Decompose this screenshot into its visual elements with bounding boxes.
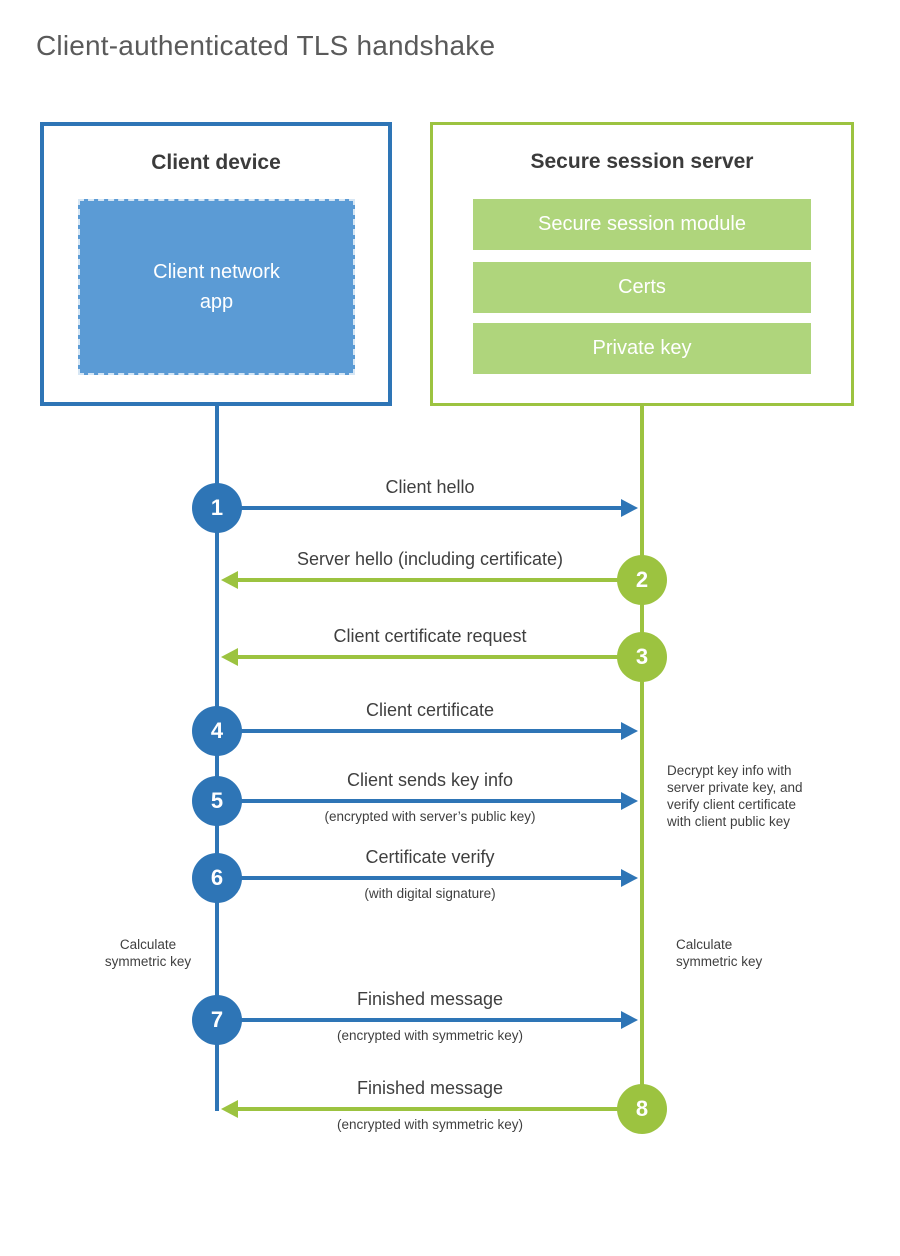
arrow-head-left-icon: [221, 1100, 238, 1118]
arrow-line-1: [217, 506, 621, 510]
step-number-5: 5: [210, 788, 224, 813]
arrow-head-right-icon: [621, 869, 638, 887]
message-label-4: Client certificate: [365, 700, 495, 720]
arrow-head-right-icon: [621, 1011, 638, 1029]
message-label-3: Client certificate request: [333, 626, 527, 646]
arrow-line-7: [217, 1018, 621, 1022]
arrow-line-3: [238, 655, 642, 659]
message-sublabel-6: (with digital signature): [364, 886, 496, 901]
server-lifeline: [640, 405, 644, 1111]
arrow-line-8: [238, 1107, 642, 1111]
step-number-4: 4: [210, 718, 224, 743]
arrow-line-5: [217, 799, 621, 803]
step-number-1: 1: [210, 495, 224, 520]
arrow-head-right-icon: [621, 499, 638, 517]
step-circle-5: 5: [192, 776, 242, 826]
step-circle-8: 8: [617, 1084, 667, 1134]
step-number-2: 2: [635, 567, 649, 592]
step-number-8: 8: [635, 1096, 649, 1121]
step-number-7: 7: [210, 1007, 224, 1032]
message-sublabel-7: (encrypted with symmetric key): [336, 1028, 524, 1043]
step-circle-1: 1: [192, 483, 242, 533]
step-number-6: 6: [210, 865, 224, 890]
message-label-6: Certificate verify: [365, 847, 495, 867]
message-label-8: Finished message: [356, 1078, 504, 1098]
private-key-bar: Private key: [473, 323, 811, 374]
step-circle-3: 3: [617, 632, 667, 682]
step-number-3: 3: [635, 644, 649, 669]
step-circle-7: 7: [192, 995, 242, 1045]
message-label-5: Client sends key info: [346, 770, 514, 790]
server-decrypt-note: Decrypt key info with server private key…: [667, 763, 803, 830]
client-network-app-label: Client network app: [153, 261, 280, 313]
secure-session-module-bar: Secure session module: [473, 199, 811, 250]
step-circle-4: 4: [192, 706, 242, 756]
client-network-app-box: Client network app: [78, 199, 355, 375]
secure-session-server-heading: Secure session server: [530, 150, 754, 173]
arrow-head-left-icon: [221, 571, 238, 589]
arrow-head-left-icon: [221, 648, 238, 666]
page-title: Client-authenticated TLS handshake: [36, 30, 496, 61]
arrow-head-right-icon: [621, 792, 638, 810]
step-circle-6: 6: [192, 853, 242, 903]
client-lifeline: [215, 405, 219, 1111]
message-sublabel-5: (encrypted with server’s public key): [324, 809, 536, 824]
step-circle-2: 2: [617, 555, 667, 605]
arrow-head-right-icon: [621, 722, 638, 740]
message-label-1: Client hello: [385, 477, 475, 497]
arrow-line-4: [217, 729, 621, 733]
arrow-line-2: [238, 578, 642, 582]
message-sublabel-8: (encrypted with symmetric key): [336, 1117, 524, 1132]
arrow-line-6: [217, 876, 621, 880]
message-label-2: Server hello (including certificate): [296, 549, 564, 569]
client-calculate-note: Calculate symmetric key: [104, 937, 192, 970]
server-calculate-note: Calculate symmetric key: [676, 937, 763, 970]
certs-bar: Certs: [473, 262, 811, 313]
message-label-7: Finished message: [356, 989, 504, 1009]
client-device-heading: Client device: [151, 151, 281, 174]
